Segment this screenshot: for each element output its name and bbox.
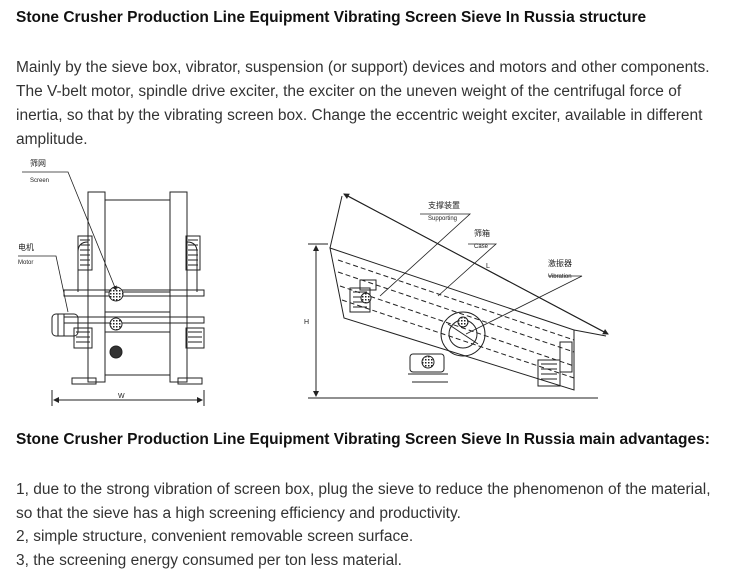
label-vibration-cn: 激振器 [548, 258, 572, 268]
intro-paragraph: Mainly by the sieve box, vibrator, suspe… [16, 59, 710, 148]
side-view [308, 193, 609, 399]
label-width: W [118, 393, 125, 400]
label-motor-en: Motor [18, 260, 33, 266]
vibrating-screen-diagram: 筛网 Screen 电机 Motor W [18, 158, 609, 406]
label-case-en: Case [474, 244, 489, 250]
label-supporting-cn: 支撑装置 [428, 200, 460, 210]
advantages-heading: Stone Crusher Production Line Equipment … [16, 431, 710, 448]
label-case-cn: 筛箱 [474, 228, 490, 238]
label-height: H [304, 319, 309, 326]
advantage-item: 2, simple structure, convenient removabl… [16, 528, 414, 545]
advantage-item: 1, due to the strong vibration of screen… [16, 481, 711, 522]
label-screen-en: Screen [30, 178, 49, 184]
advantages-list: 1, due to the strong vibration of screen… [16, 478, 731, 572]
label-supporting-en: Supporting [428, 216, 457, 222]
structure-heading: Stone Crusher Production Line Equipment … [16, 9, 647, 26]
front-view [51, 191, 205, 406]
advantage-item: 3, the screening energy consumed per ton… [16, 551, 402, 569]
label-screen-cn: 筛网 [30, 158, 46, 168]
label-vibration-en: Vibration [548, 274, 572, 280]
label-motor-cn: 电机 [18, 242, 34, 252]
label-length: L [486, 263, 490, 270]
